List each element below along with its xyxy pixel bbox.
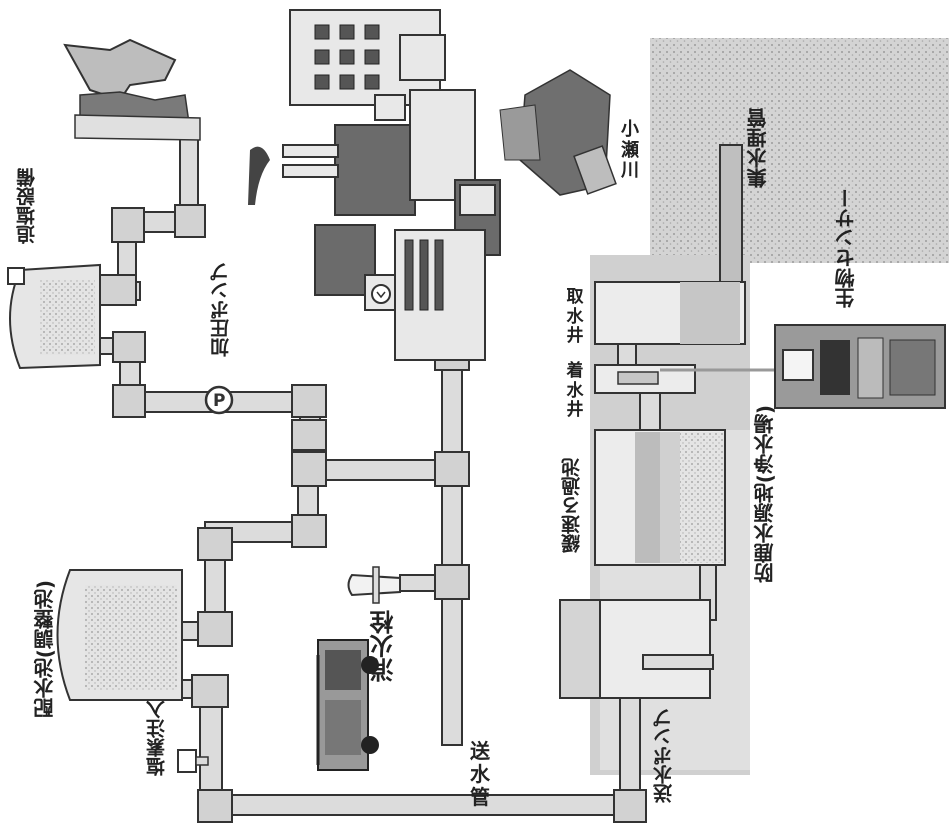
label-shusui-maikan: 集水埋管 [746,108,770,188]
label-bouka: 防鹿水源地(浄水場) [753,405,777,584]
riverbank-illustration [499,69,617,196]
label-sousuikan-1: 送 [470,739,490,763]
chlorine-injection [177,749,209,773]
receiving-well [594,364,696,394]
fire-engine-illustration [316,639,379,771]
fire-hydrant [347,566,401,604]
label-kaatsu-pump: 加圧ポンプ [210,262,232,357]
distribution-reservoir [56,569,183,701]
label-kose-1: 小 [621,119,639,140]
label-enso: 塩素注入 [146,700,168,776]
label-kose-2: 瀬 [621,139,639,161]
label-shusui-2: 水 [566,306,584,327]
label-chakusui-1: 着 [566,361,584,381]
intake-well [594,281,746,345]
label-sousui-pump: 送水ポンプ [653,708,675,803]
label-chakusui: 着 水 井 [565,361,585,421]
swimming-figure-illustration [63,38,201,141]
label-kose-3: 川 [621,160,639,182]
label-sousuikan: 送 水 管 [470,740,490,809]
pipe-joints [99,204,647,823]
pressure-pump: P [204,385,234,415]
label-shokasen: 消火栓 [370,610,398,682]
label-sousuikan-3: 管 [470,785,490,809]
label-sousuikan-2: 水 [470,762,490,786]
label-chakusui-3: 井 [566,400,584,421]
label-shusui: 取 水 井 [565,287,585,347]
label-kose-river: 小 瀬 川 [620,119,640,182]
bio-sensor-device [660,324,946,409]
plant-reservoir [559,599,714,699]
label-seibutsu: 生物センサー [834,188,858,308]
label-chakusui-2: 水 [566,380,584,401]
label-shusui-1: 取 [566,287,584,307]
label-kansoku: 緩速ろ過池 [561,458,583,553]
chlorine-booster-tank [7,263,101,370]
slow-sand-filter [594,429,726,566]
pressure-pump-letter: P [213,391,225,411]
label-tsuien: 追塩設備 [16,168,38,244]
label-haisui: 配水池(調整池) [33,580,57,719]
label-shusui-3: 井 [566,326,584,347]
city-buildings [248,9,501,361]
